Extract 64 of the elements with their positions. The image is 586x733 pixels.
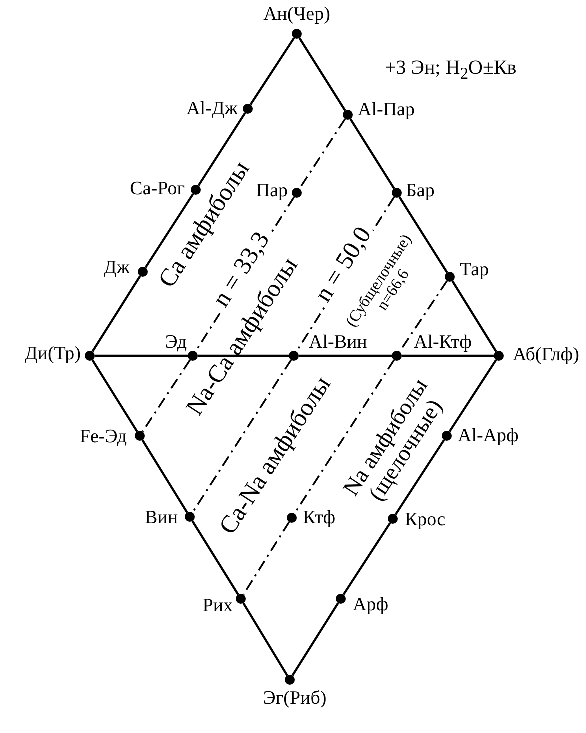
dot-icon [135, 431, 145, 441]
dot-icon [494, 351, 504, 361]
point-label: Ктф [303, 508, 336, 528]
formula-note: +3 Эн; H$_{2}$O±Кв [385, 58, 517, 82]
edge-line [448, 360, 498, 432]
edge-line [242, 602, 288, 676]
dot-icon [285, 675, 295, 685]
point-label: Вин [144, 508, 178, 528]
edge-line [299, 354, 392, 358]
point-label: Эд [165, 333, 187, 352]
edge-line [250, 38, 296, 106]
point-label: Al-Дж [186, 100, 238, 118]
dash-dot-line [192, 360, 292, 514]
point-label: Al-Вин [309, 333, 368, 352]
edge-line [452, 280, 498, 352]
point-label: Al-Пар [358, 100, 415, 120]
dot-icon [445, 272, 455, 282]
edge-line [298, 38, 346, 112]
dot-icon [292, 29, 302, 39]
point-label: Дж [104, 258, 130, 278]
edge-line [142, 440, 188, 514]
dash-dot-line [242, 522, 290, 596]
dot-icon [392, 188, 402, 198]
dot-icon [336, 594, 346, 604]
edge-line [402, 354, 494, 358]
edge-line [92, 360, 138, 432]
point-label: Аб(Глф) [513, 346, 580, 364]
point-label: Ан(Чер) [264, 5, 330, 24]
point-label: Пар [256, 182, 288, 200]
point-label: Ди(Тр) [24, 344, 81, 364]
dot-icon [388, 514, 398, 524]
edge-line [198, 112, 246, 186]
edge-line [398, 196, 448, 274]
point-label: Fe-Эд [80, 428, 127, 446]
dot-icon [236, 594, 246, 604]
dot-icon [287, 513, 297, 523]
point-label: Крос [405, 510, 446, 530]
edge-line [342, 522, 392, 596]
edge-line [192, 520, 240, 596]
edge-line [144, 194, 194, 268]
edge-line [198, 354, 289, 358]
dot-icon [392, 351, 402, 361]
dot-icon [138, 267, 148, 277]
edge-line [394, 440, 446, 516]
edge-line [350, 118, 396, 190]
dot-icon [85, 351, 95, 361]
edge-line [92, 276, 142, 352]
point-label: Al-Арф [458, 426, 519, 446]
dot-icon [243, 104, 253, 114]
point-label: Тар [460, 260, 490, 280]
point-label: Рих [202, 596, 233, 616]
point-label: Арф [353, 596, 389, 614]
edge-line [292, 602, 340, 676]
dot-icon [343, 110, 353, 120]
edge-line [95, 354, 188, 358]
dash-dot-line [142, 360, 191, 432]
dot-icon [191, 185, 201, 195]
dot-icon [185, 512, 195, 522]
dot-icon [292, 188, 302, 198]
point-label: Эг(Риб) [263, 689, 327, 708]
point-label: Al-Ктф [414, 333, 472, 352]
dot-icon [442, 431, 452, 441]
point-label: Бар [406, 182, 435, 200]
dash-dot-line [298, 118, 346, 190]
